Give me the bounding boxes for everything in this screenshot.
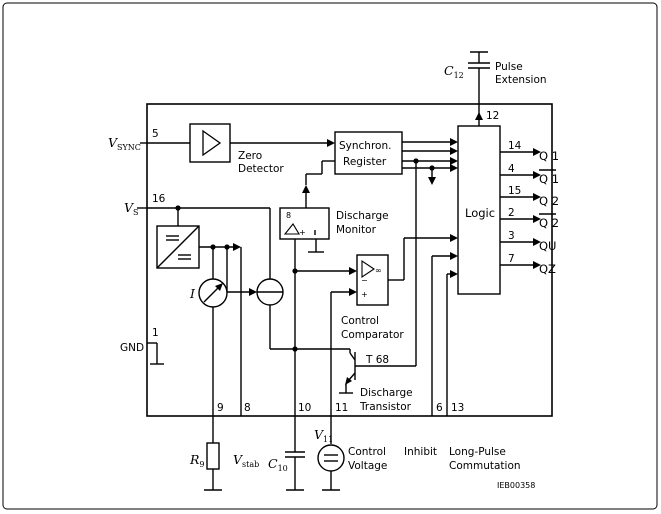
c10-label: C10	[268, 456, 288, 473]
control-comparator-label-1: Control	[341, 315, 379, 327]
c12-label: C12	[444, 63, 464, 80]
pin-3: 3	[508, 230, 515, 242]
output-q2: Q 2	[539, 194, 559, 208]
pin-7: 7	[508, 253, 515, 265]
pin-4: 4	[508, 163, 515, 175]
discharge-monitor-label-1: Discharge	[336, 210, 389, 222]
long-pulse-label-2: Commutation	[449, 460, 521, 472]
discharge-transistor: T 68 Discharge Transistor	[339, 349, 417, 413]
output-q1: Q 1	[539, 149, 559, 163]
pin-8: 8	[244, 402, 251, 414]
svg-text:+: +	[299, 228, 306, 237]
pin-9: 9	[217, 402, 224, 414]
pin-10: 10	[298, 402, 311, 414]
current-mirror	[256, 278, 284, 306]
pin-13: 13	[451, 402, 464, 414]
inhibit-label: Inhibit	[404, 446, 437, 458]
capacitor-c10: C10	[268, 416, 305, 491]
gnd-label: GND	[120, 342, 144, 354]
pin-16: 16	[152, 193, 166, 205]
synchron-register: Synchron. Register	[334, 131, 403, 175]
voltage-regulator	[156, 225, 200, 269]
pulse-extension-capacitor: C12 Pulse Extension 12	[444, 51, 547, 126]
zero-detector: Zero Detector	[147, 123, 284, 175]
comparator-symbol: ∞	[375, 266, 382, 275]
vstab-label: Vstab	[233, 452, 259, 469]
output-q2-inverted: Q 2	[539, 216, 559, 230]
long-pulse-label-1: Long-Pulse	[449, 446, 506, 458]
vsync-label: VSYNC	[108, 135, 141, 152]
pin-15: 15	[508, 185, 521, 197]
pin-5: 5	[152, 128, 159, 140]
control-voltage-source: V11 Control Voltage	[314, 427, 387, 491]
pin-2: 2	[508, 207, 515, 219]
svg-text:−: −	[361, 276, 368, 285]
pin-11: 11	[335, 402, 348, 414]
discharge-monitor-label-2: Monitor	[336, 224, 377, 236]
pin-6: 6	[436, 402, 443, 414]
synchron-register-label-2: Register	[343, 156, 387, 168]
bottom-pin-labels: 9 8 10 11 6 13	[217, 402, 464, 414]
zero-detector-label-2: Detector	[238, 163, 284, 175]
pin-1: 1	[152, 327, 159, 339]
pulse-extension-label-1: Pulse	[495, 61, 523, 73]
transistor-label: T 68	[365, 354, 389, 366]
logic-outputs: 14 4 15 2 3 7 Q 1 Q 1 Q 2 Q 2 QU QZ	[500, 140, 559, 276]
output-q1-inverted: Q 1	[539, 172, 559, 186]
control-comparator: ∞ − + Control Comparator	[341, 254, 404, 341]
current-label: I	[189, 286, 196, 301]
discharge-transistor-label-1: Discharge	[360, 387, 413, 399]
discharge-transistor-label-2: Transistor	[359, 401, 412, 413]
r9-label: R9	[189, 452, 205, 469]
discharge-monitor-pin: 8	[286, 211, 291, 220]
pin-12: 12	[486, 110, 499, 122]
svg-text:+: +	[361, 290, 368, 299]
logic-block: Logic	[457, 125, 501, 295]
vs-label: VS	[124, 200, 139, 217]
control-voltage-label-2: Voltage	[348, 460, 387, 472]
ic-outline	[146, 103, 553, 417]
control-comparator-label-2: Comparator	[341, 329, 404, 341]
resistor-r9: R9	[189, 416, 222, 491]
logic-label: Logic	[465, 206, 495, 220]
figure-code: IEB00358	[497, 481, 535, 490]
pulse-extension-label-2: Extension	[495, 74, 547, 86]
output-qu: QU	[539, 239, 556, 253]
v11-label: V11	[314, 427, 333, 444]
discharge-monitor: 8 + Discharge Monitor	[279, 207, 389, 240]
current-source: I	[189, 247, 228, 308]
zero-detector-label-1: Zero	[238, 150, 262, 162]
control-voltage-label-1: Control	[348, 446, 386, 458]
output-qz: QZ	[539, 262, 556, 276]
synchron-register-label-1: Synchron.	[339, 140, 391, 152]
pin-14: 14	[508, 140, 522, 152]
